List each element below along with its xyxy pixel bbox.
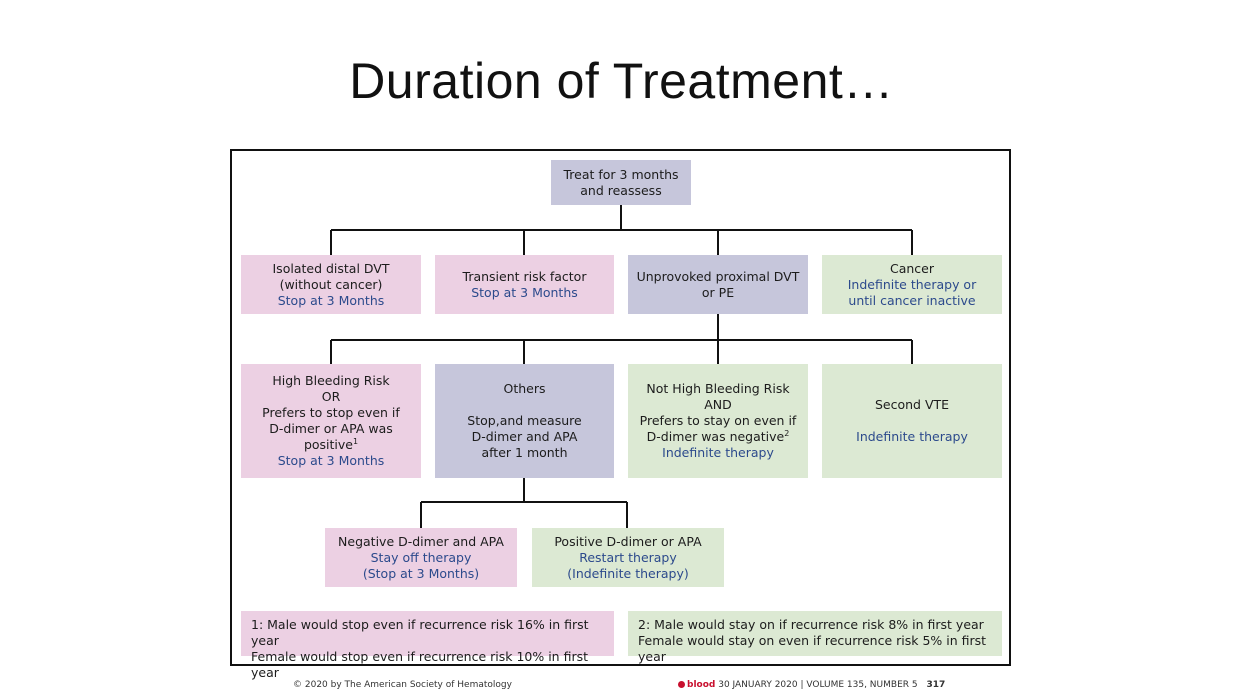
- second-vte-action: Indefinite therapy: [856, 429, 968, 444]
- footnote-2-box: 2: Male would stay on if recurrence risk…: [628, 611, 1002, 664]
- transient-line1: Transient risk factor: [462, 268, 587, 284]
- high-bleeding-line5: positive: [303, 437, 353, 452]
- box-second-vte: Second VTE Indefinite therapy: [822, 364, 1002, 478]
- box-isolated-distal-dvt: Isolated distal DVT (without cancer) Sto…: [241, 255, 421, 314]
- positive-action2: (Indefinite therapy): [567, 565, 689, 581]
- negative-action2: (Stop at 3 Months): [362, 565, 480, 581]
- others-line1: Others: [503, 381, 546, 396]
- footnote-1-line1: 1: Male would stop even if recurrence ri…: [251, 617, 589, 648]
- high-bleeding-line5-wrap: positive1: [304, 437, 358, 453]
- page-number: 317: [926, 680, 946, 690]
- footnote-ref-2: 2: [784, 428, 790, 438]
- root-box: Treat for 3 months and reassess: [551, 160, 691, 205]
- distal-action: Stop at 3 Months: [277, 292, 385, 308]
- not-high-bleeding-line4-wrap: D-dimer was negative2: [647, 429, 790, 445]
- high-bleeding-line4: D-dimer or APA was: [269, 421, 393, 436]
- others-line4: after 1 month: [481, 445, 568, 460]
- high-bleeding-action: Stop at 3 Months: [277, 453, 385, 468]
- box-not-high-bleeding-risk: Not High Bleeding Risk AND Prefers to st…: [628, 364, 808, 478]
- not-high-bleeding-line1: Not High Bleeding Risk: [646, 381, 790, 396]
- footnote-1-line2: Female would stop even if recurrence ris…: [251, 649, 589, 680]
- cancer-action1: Indefinite therapy or: [847, 276, 977, 292]
- not-high-bleeding-action: Indefinite therapy: [662, 445, 774, 460]
- box-high-bleeding-risk: High Bleeding Risk OR Prefers to stop ev…: [241, 364, 421, 478]
- unprovoked-line2: or PE: [701, 284, 735, 300]
- footnote-2-line2: Female would stay on even if recurrence …: [638, 633, 987, 664]
- footnote-2-line1: 2: Male would stay on if recurrence risk…: [638, 617, 984, 632]
- box-cancer: Cancer Indefinite therapy or until cance…: [822, 255, 1002, 314]
- negative-line1: Negative D-dimer and APA: [338, 533, 504, 549]
- high-bleeding-line2: OR: [321, 389, 341, 404]
- box-others: Others Stop,and measure D-dimer and APA …: [435, 364, 614, 478]
- cancer-line1: Cancer: [889, 260, 934, 276]
- box-negative-d-dimer: Negative D-dimer and APA Stay off therap…: [325, 528, 517, 587]
- high-bleeding-line1: High Bleeding Risk: [272, 373, 390, 388]
- slide-title: Duration of Treatment…: [349, 53, 894, 109]
- transient-action: Stop at 3 Months: [471, 284, 578, 300]
- negative-action1: Stay off therapy: [370, 549, 472, 565]
- citation-text: 30 JANUARY 2020 | VOLUME 135, NUMBER 5: [718, 680, 918, 690]
- others-line3: D-dimer and APA: [471, 429, 578, 444]
- footnote-1-box: 1: Male would stop even if recurrence ri…: [241, 611, 614, 680]
- not-high-bleeding-line3: Prefers to stay on even if: [639, 413, 797, 428]
- cancer-action2: until cancer inactive: [848, 292, 976, 308]
- high-bleeding-line3: Prefers to stop even if: [262, 405, 400, 420]
- distal-line2: (without cancer): [279, 276, 383, 292]
- citation: blood 30 JANUARY 2020 | VOLUME 135, NUMB…: [678, 680, 945, 690]
- copyright-text: © 2020 by The American Society of Hemato…: [293, 680, 512, 690]
- root-line2: and reassess: [580, 182, 662, 198]
- positive-line1: Positive D-dimer or APA: [554, 533, 702, 549]
- root-line1: Treat for 3 months: [563, 166, 679, 182]
- others-line2: Stop,and measure: [467, 413, 582, 428]
- box-unprovoked-proximal-dvt: Unprovoked proximal DVT or PE: [628, 255, 808, 314]
- distal-line1: Isolated distal DVT: [272, 260, 390, 276]
- not-high-bleeding-line4: D-dimer was negative: [646, 429, 785, 444]
- second-vte-line1: Second VTE: [874, 397, 950, 412]
- box-positive-d-dimer: Positive D-dimer or APA Restart therapy …: [532, 528, 724, 587]
- blood-logo-icon: [678, 681, 685, 688]
- positive-action1: Restart therapy: [579, 549, 677, 565]
- footnote-ref-1: 1: [352, 436, 359, 446]
- journal-name: blood: [687, 680, 716, 690]
- box-transient-risk-factor: Transient risk factor Stop at 3 Months: [435, 255, 614, 314]
- unprovoked-line1: Unprovoked proximal DVT: [636, 268, 800, 284]
- not-high-bleeding-line2: AND: [704, 397, 732, 412]
